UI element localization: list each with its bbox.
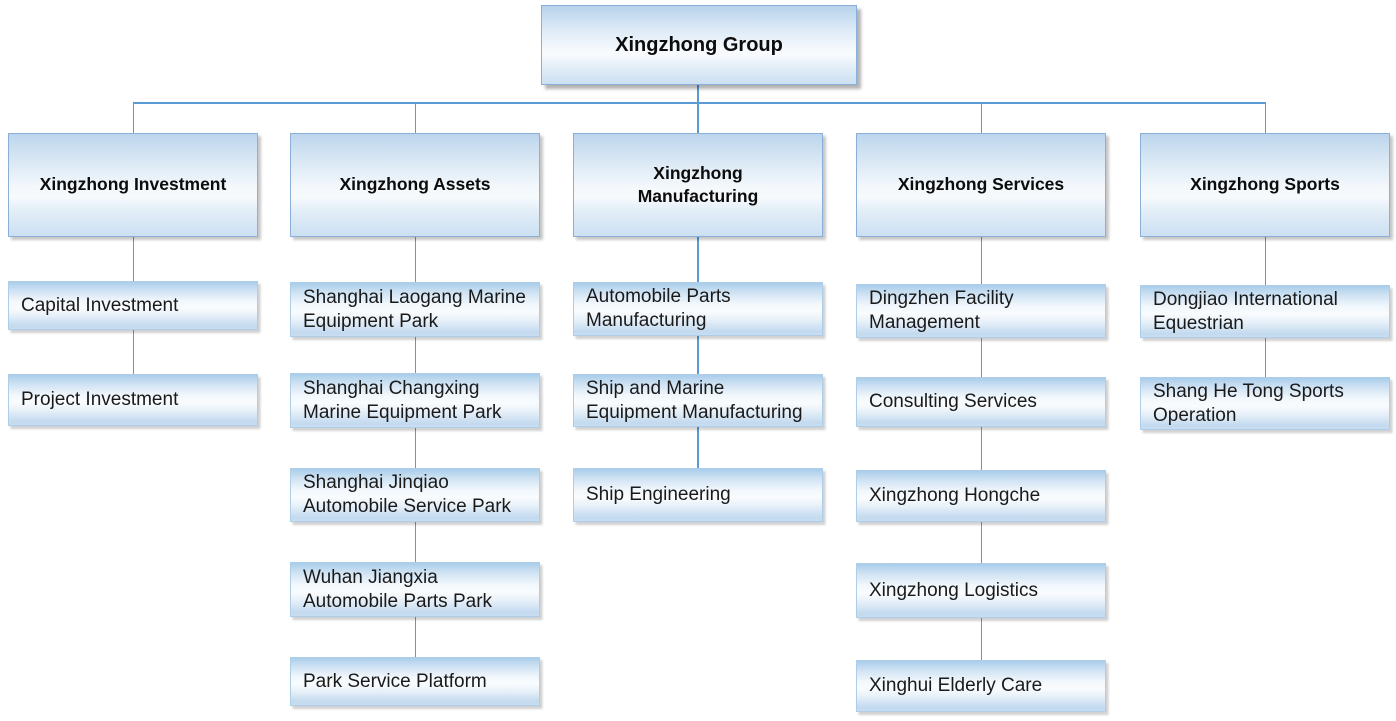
child-node-xingzhong-logistics: Xingzhong Logistics: [856, 563, 1106, 618]
connector-drop-3: [697, 102, 699, 133]
child-node-wuhan-jiangxia-park: Wuhan Jiangxia Automobile Parts Park: [290, 562, 540, 617]
child-node-jinqiao-auto-park: Shanghai Jinqiao Automobile Service Park: [290, 468, 540, 522]
child-node-dongjiao-equestrian: Dongjiao International Equestrian: [1140, 285, 1390, 338]
child-node-changxing-marine-park: Shanghai Changxing Marine Equipment Park: [290, 373, 540, 428]
child-node-auto-parts-manufacturing: Automobile Parts Manufacturing: [573, 282, 823, 336]
child-node-dingzhen-facility-management: Dingzhen Facility Management: [856, 284, 1106, 338]
child-node-park-service-platform: Park Service Platform: [290, 657, 540, 706]
child-node-ship-marine-equipment-manufacturing: Ship and Marine Equipment Manufacturing: [573, 374, 823, 427]
connector-drop-4: [980, 102, 982, 133]
connector-spine-3: [697, 237, 699, 470]
connector-drop-2: [414, 102, 416, 133]
root-node: Xingzhong Group: [541, 5, 857, 85]
division-header-manufacturing: Xingzhong Manufacturing: [573, 133, 823, 237]
child-node-consulting-services: Consulting Services: [856, 377, 1106, 427]
child-node-capital-investment: Capital Investment: [8, 281, 258, 330]
connector-drop-5: [1264, 102, 1266, 133]
connector-drop-1: [132, 102, 134, 133]
child-node-xinghui-elderly-care: Xinghui Elderly Care: [856, 660, 1106, 712]
connector-horizontal: [132, 102, 1266, 104]
child-node-laogang-marine-park: Shanghai Laogang Marine Equipment Park: [290, 282, 540, 337]
division-header-investment: Xingzhong Investment: [8, 133, 258, 237]
connector-trunk: [697, 85, 699, 103]
connector-spine-4: [980, 237, 982, 662]
division-header-sports: Xingzhong Sports: [1140, 133, 1390, 237]
division-header-services: Xingzhong Services: [856, 133, 1106, 237]
child-node-shang-he-tong-sports: Shang He Tong Sports Operation: [1140, 377, 1390, 430]
child-node-ship-engineering: Ship Engineering: [573, 468, 823, 522]
connector-spine-2: [414, 237, 416, 659]
child-node-xingzhong-hongche: Xingzhong Hongche: [856, 470, 1106, 522]
division-header-assets: Xingzhong Assets: [290, 133, 540, 237]
child-node-project-investment: Project Investment: [8, 374, 258, 426]
